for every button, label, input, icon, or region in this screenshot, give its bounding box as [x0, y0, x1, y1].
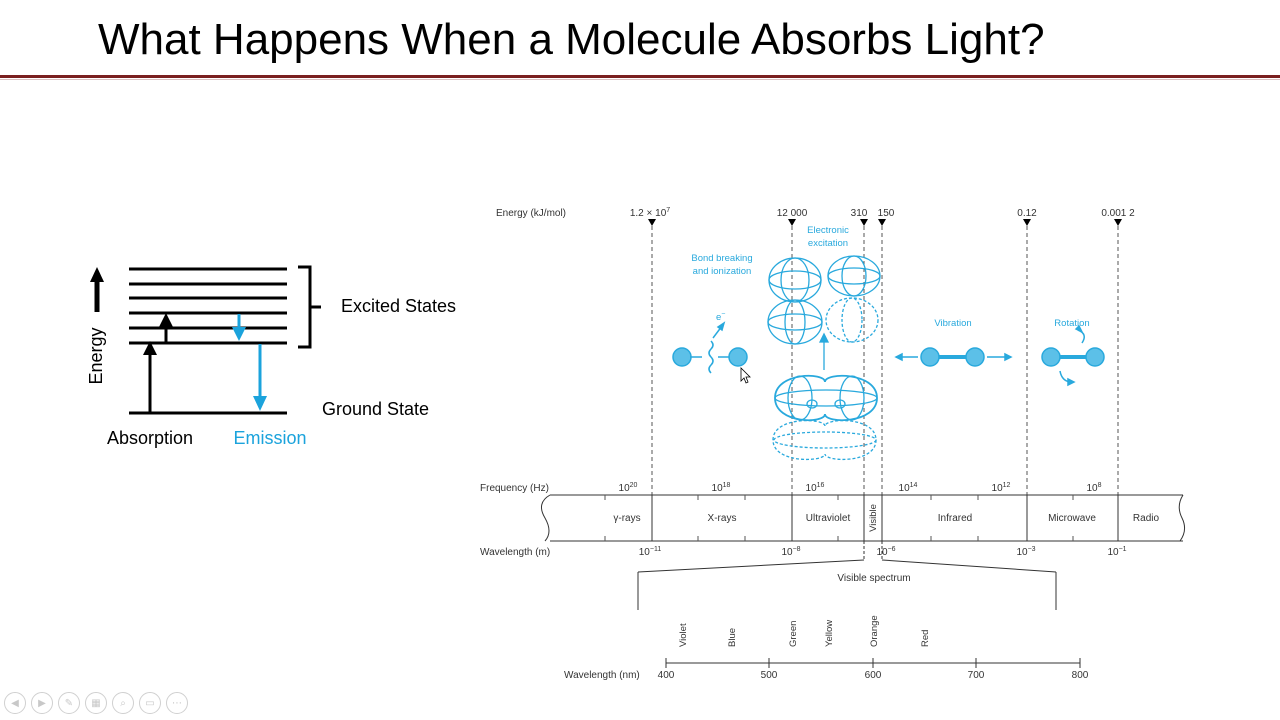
energy-row-label: Energy (kJ/mol) [496, 208, 566, 219]
frequency-tick-5: 1012 [992, 482, 1011, 494]
region-radio: Radio [1133, 513, 1160, 524]
electron-label: e− [716, 311, 725, 323]
previous-icon[interactable]: ◀ [4, 692, 26, 714]
nm-row-label: Wavelength (nm) [564, 670, 640, 681]
energy-marker-4: 150 [878, 208, 895, 219]
slides-icon[interactable]: ▦ [85, 692, 107, 714]
frequency-tick-2: 1018 [712, 482, 731, 494]
frequency-tick-3: 1016 [806, 482, 825, 494]
region-gamma: γ-rays [613, 513, 640, 524]
energy-marker-2: 12 000 [777, 208, 808, 219]
energy-marker-1: 1.2 × 107 [630, 207, 670, 219]
mouse-cursor-icon [740, 367, 751, 384]
frequency-tick-1: 1020 [619, 482, 638, 494]
energy-axis-label: Energy [86, 327, 106, 384]
color-blue: Blue [727, 628, 738, 647]
more-icon[interactable]: ⋯ [166, 692, 188, 714]
nm-tick-700: 700 [968, 670, 985, 681]
excited-states-label: Excited States [341, 296, 456, 316]
spectrum-minor-ticks [604, 495, 1074, 541]
title-divider-shadow [0, 79, 1280, 80]
subtitles-icon[interactable]: ▭ [139, 692, 161, 714]
vibration-label: Vibration [934, 318, 971, 329]
rotation-molecule-icon [1041, 324, 1105, 387]
nm-tick-400: 400 [658, 670, 675, 681]
electronic-label: Electronic [807, 225, 849, 236]
bond-breaking-label: Bond breaking [691, 253, 752, 264]
region-microwave: Microwave [1048, 513, 1096, 524]
pen-icon[interactable]: ✎ [58, 692, 80, 714]
rotation-label: Rotation [1054, 318, 1089, 329]
electronic-orbitals-icon [767, 255, 881, 461]
wavelength-tick-1: 10−11 [639, 546, 662, 558]
energy-marker-5: 0.12 [1017, 208, 1037, 219]
region-visible: Visible [868, 504, 879, 532]
emission-arrowhead [253, 396, 267, 411]
energy-marker-triangles [648, 219, 1122, 226]
spectrum-band [540, 494, 1186, 542]
frequency-tick-6: 108 [1086, 482, 1101, 494]
wavelength-tick-5: 10−1 [1107, 546, 1126, 558]
emission-step-arrowhead [232, 327, 246, 341]
energy-marker-6: 0.001 2 [1101, 208, 1135, 219]
visible-spectrum-label: Visible spectrum [837, 573, 910, 584]
visible-spectrum-zoom [637, 541, 1057, 610]
nm-axis [665, 658, 1081, 668]
excited-states-brace [298, 265, 321, 349]
region-xray: X-rays [708, 513, 737, 524]
next-icon[interactable]: ▶ [31, 692, 53, 714]
color-red: Red [920, 630, 931, 647]
slideshow-controls: ◀ ▶ ✎ ▦ ⌕ ▭ ⋯ [4, 692, 188, 716]
excited-state-levels [129, 267, 287, 345]
wavelength-tick-2: 10−8 [781, 546, 800, 558]
color-yellow: Yellow [824, 620, 835, 647]
slide-title: What Happens When a Molecule Absorbs Lig… [98, 15, 1045, 64]
color-violet: Violet [678, 623, 689, 647]
energy-marker-3: 310 [851, 208, 868, 219]
wavelength-tick-3: 10−6 [876, 546, 895, 558]
zoom-icon[interactable]: ⌕ [112, 692, 134, 714]
title-divider [0, 75, 1280, 78]
wavelength-tick-4: 10−3 [1016, 546, 1035, 558]
frequency-row-label: Frequency (Hz) [480, 483, 549, 494]
ionization-label: and ionization [693, 266, 752, 277]
frequency-tick-4: 1014 [899, 482, 918, 494]
region-ultraviolet: Ultraviolet [806, 513, 851, 524]
wavelength-row-label: Wavelength (m) [480, 547, 550, 558]
absorption-step-arrowhead [159, 313, 173, 327]
bond-breaking-molecule-icon [672, 321, 748, 374]
absorption-arrowhead [143, 341, 157, 355]
emission-label: Emission [233, 428, 306, 448]
color-orange: Orange [869, 615, 880, 647]
nm-tick-800: 800 [1072, 670, 1089, 681]
ground-state-label: Ground State [322, 399, 429, 419]
energy-axis-arrowhead [90, 267, 104, 282]
nm-tick-600: 600 [865, 670, 882, 681]
color-green: Green [788, 621, 799, 647]
vibration-molecule-icon [894, 347, 1013, 367]
region-infrared: Infrared [938, 513, 972, 524]
excitation-label: excitation [808, 238, 848, 249]
nm-tick-500: 500 [761, 670, 778, 681]
absorption-label: Absorption [107, 428, 193, 448]
